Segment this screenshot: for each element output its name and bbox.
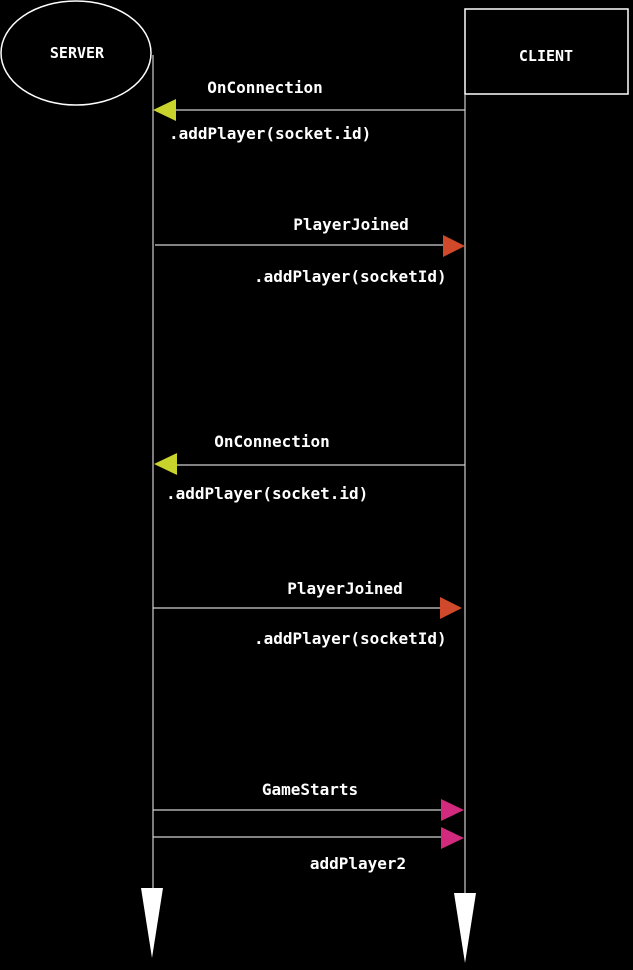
message-label: PlayerJoined [287,579,403,598]
arrow-head-right [441,799,464,821]
message-label: GameStarts [262,780,358,799]
arrow-head-right [441,827,464,849]
server-lifeline-end-arrow [141,888,163,958]
message-label: PlayerJoined [293,215,409,234]
client-actor: CLIENT [464,8,629,95]
message-label: OnConnection [207,78,323,97]
server-ellipse [0,0,152,106]
message-onconnection-2: OnConnection .addPlayer(socket.id) [154,432,465,503]
arrow-head-right [443,235,465,257]
message-label: OnConnection [214,432,330,451]
message-note: .addPlayer(socketId) [254,267,447,286]
message-addplayer2: addPlayer2 [153,827,464,873]
arrow-head-right [440,597,462,619]
message-playerjoined-2: PlayerJoined .addPlayer(socketId) [153,579,462,648]
message-note: .addPlayer(socket.id) [166,484,368,503]
server-actor: SERVER [0,0,152,106]
arrow-head-left [153,99,176,121]
message-gamestarts: GameStarts [153,780,464,821]
arrow-head-left [154,453,177,475]
client-box [464,8,629,95]
message-note: addPlayer2 [310,854,406,873]
message-note: .addPlayer(socket.id) [169,124,371,143]
message-note: .addPlayer(socketId) [254,629,447,648]
message-playerjoined-1: PlayerJoined .addPlayer(socketId) [155,215,465,286]
server-label: SERVER [50,44,105,62]
client-lifeline-end-arrow [454,893,476,963]
client-label: CLIENT [519,47,573,65]
message-onconnection-1: OnConnection .addPlayer(socket.id) [153,78,465,143]
